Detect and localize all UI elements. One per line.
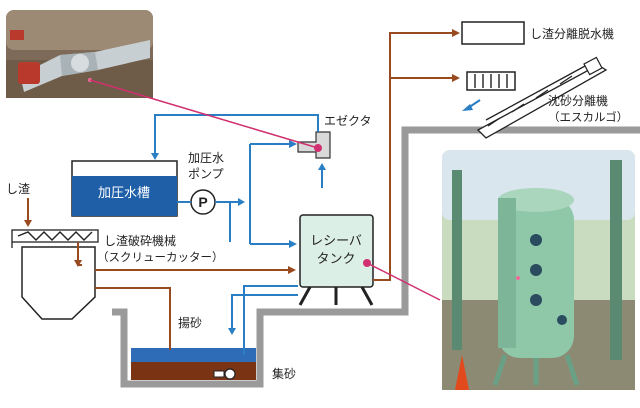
label-dewater: し渣分離脱水機 (530, 26, 614, 41)
pump-symbol: P (198, 194, 207, 210)
sand-pit (131, 348, 256, 380)
label-crusher-line1: し渣破砕機械 (104, 233, 176, 248)
label-kaatsusui: 加圧水 (188, 151, 224, 165)
dewater-machine (461, 21, 525, 45)
label-shisa: し渣 (6, 182, 30, 196)
screw-cutter (11, 229, 99, 320)
water-flow-lines (154, 99, 481, 355)
label-crusher-line2: （スクリューカッター） (97, 251, 224, 264)
label-pressure-tank: 加圧水槽 (98, 185, 150, 200)
label-receiver-line1: レシーバ (310, 233, 362, 248)
pit-pump-icon (213, 368, 236, 380)
pressure-water-tank (71, 160, 178, 217)
receiver-tank-photo (442, 150, 635, 390)
receiver-tank (298, 214, 374, 306)
grit-separator (466, 56, 608, 139)
ejector (297, 131, 331, 159)
label-receiver-line2: タンク (316, 251, 355, 266)
label-ezekuta: エゼクタ (324, 114, 372, 128)
sludge-arrowheads (24, 29, 460, 274)
sludge-flow-lines (27, 32, 455, 350)
label-separator-line1: 沈砂分離機 (548, 93, 608, 108)
ejector-photo (6, 10, 153, 98)
label-separator-line2: （エスカルゴ） (548, 110, 628, 124)
photo-leader-dots (314, 144, 371, 267)
photo-leader-lines (89, 79, 441, 301)
water-arrowheads (151, 104, 473, 335)
channel-wall (112, 126, 640, 388)
label-pump: ポンプ (188, 167, 224, 181)
label-yousa: 揚砂 (178, 316, 202, 330)
label-shusa: 集砂 (272, 366, 296, 381)
